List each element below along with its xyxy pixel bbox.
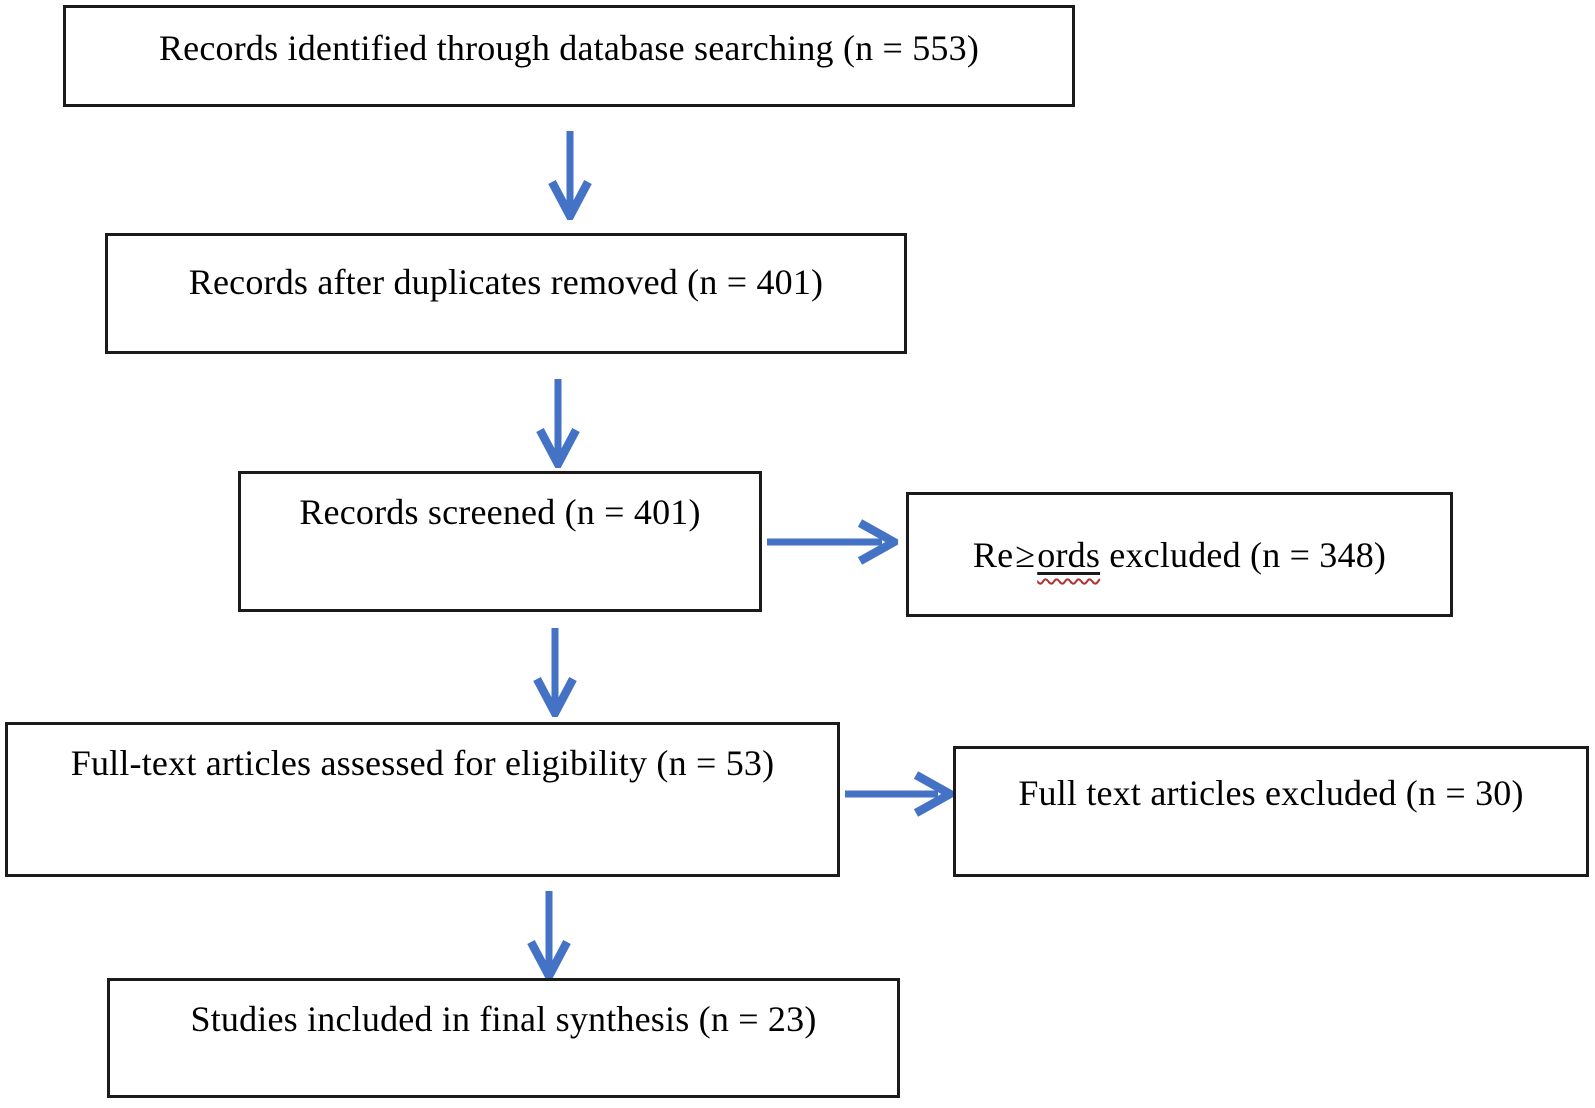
box-duplicates-removed-label: Records after duplicates removed (n = 40… <box>188 262 824 302</box>
box-records-screened: Records screened (n = 401) <box>238 471 762 612</box>
down-arrow-duplicates-to-screened <box>536 379 580 468</box>
box-fulltext-assessed: Full-text articles assessed for eligibil… <box>5 722 840 877</box>
right-arrow-screened-to-excluded <box>767 519 898 565</box>
box-studies-included: Studies included in final synthesis (n =… <box>107 978 900 1098</box>
misspelled-word-underline: ords <box>1037 535 1100 575</box>
box-records-identified-label: Records identified through database sear… <box>158 28 980 68</box>
down-arrow-fulltext-to-included <box>527 891 571 980</box>
misspelled-word: ords <box>1037 535 1101 575</box>
down-arrow-screened-to-fulltext <box>533 628 577 717</box>
box-records-identified: Records identified through database sear… <box>63 5 1075 107</box>
box-duplicates-removed: Records after duplicates removed (n = 40… <box>105 233 907 354</box>
down-arrow-identified-to-duplicates <box>548 131 592 220</box>
records-excluded-prefix: Re <box>972 535 1014 575</box>
greater-equal-symbol: ≥ <box>1015 535 1036 575</box>
box-studies-included-label: Studies included in final synthesis (n =… <box>190 999 817 1039</box>
box-fulltext-excluded-label: Full text articles excluded (n = 30) <box>1018 773 1524 813</box>
records-excluded-suffix: excluded (n = 348) <box>1100 535 1387 575</box>
box-records-screened-label: Records screened (n = 401) <box>299 492 701 532</box>
right-arrow-fulltext-to-excluded <box>845 771 954 817</box>
box-records-excluded-text: Re≥ords excluded (n = 348) <box>973 535 1386 575</box>
box-fulltext-assessed-label: Full-text articles assessed for eligibil… <box>70 743 775 783</box>
box-fulltext-excluded: Full text articles excluded (n = 30) <box>953 746 1589 877</box>
box-records-excluded: Re≥ords excluded (n = 348) <box>906 492 1453 617</box>
